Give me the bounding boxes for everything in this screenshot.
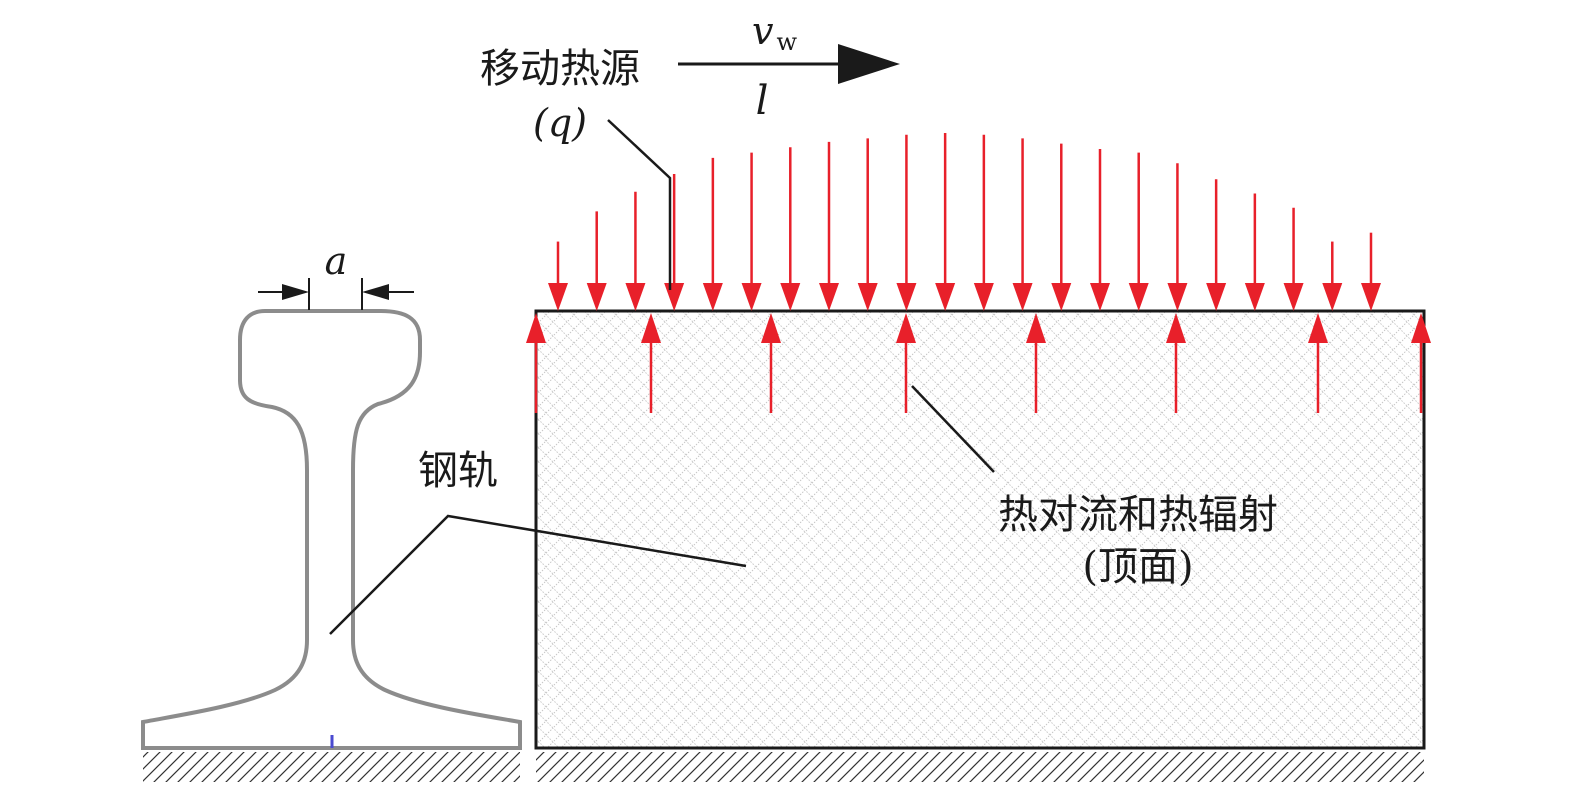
convection-arrow [1308,313,1328,413]
heat-flux-arrow [1090,149,1110,311]
model-block [534,309,1426,750]
width-dimension: a [258,239,414,310]
heat-flux-arrow [625,191,646,311]
heat-flux-arrow [1012,138,1033,311]
distance-symbol: l [756,78,769,124]
convection-arrows [526,313,1431,413]
rail-label: 钢轨 [418,448,498,494]
convection-arrow [1026,313,1046,413]
rail-leader [329,514,747,635]
heat-flux-arrows [548,133,1381,311]
ground-hatch-left [143,752,520,782]
heat-flux-arrow [1128,152,1149,311]
heat-source-symbol: (q) [533,101,587,145]
heat-source-label: 移动热源 [480,46,640,92]
ground-hatch-right [536,752,1424,782]
convection-arrow [641,313,661,413]
convection-arrow [1411,313,1431,413]
heat-flux-arrow [741,152,762,311]
heat-flux-arrow [1244,193,1265,311]
heat-flux-arrow [857,138,878,311]
heat-flux-arrow [1322,241,1343,311]
heat-flux-arrow [896,134,917,311]
convection-arrow [526,313,546,413]
heat-flux-arrow [935,133,956,311]
heat-flux-arrow [1283,207,1304,311]
width-symbol: a [325,239,348,283]
heat-flux-arrow [780,147,801,311]
heat-flux-arrow [586,211,607,311]
surface-sub-label: (顶面) [1082,544,1193,590]
heat-flux-arrow [1361,232,1381,311]
heat-flux-arrow [1206,179,1227,311]
surface-leader [911,385,995,473]
heat-flux-arrow [548,241,568,311]
heat-flux-arrow [1051,143,1072,311]
heat-source-leader [607,119,672,290]
heat-flux-arrow [702,157,723,311]
convection-arrow [761,313,781,413]
convection-arrow [896,313,916,413]
heat-flux-arrow [1167,163,1188,311]
heat-flux-arrow [664,173,685,311]
convection-arrow [1166,313,1186,413]
heat-flux-arrow [973,134,994,311]
rail-profile [141,309,522,750]
heat-flux-arrow [819,141,839,311]
surface-label: 热对流和热辐射 [998,492,1278,538]
velocity-arrow [678,44,900,84]
